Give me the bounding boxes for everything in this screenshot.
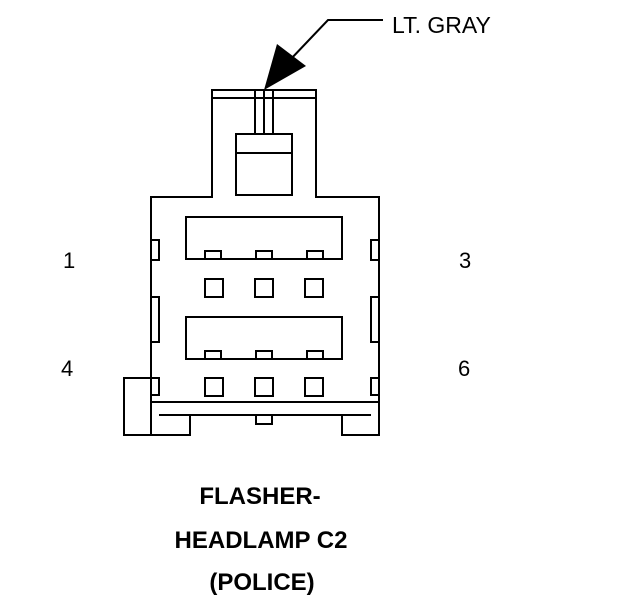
latch-bottom-block (235, 152, 293, 196)
pin-cavity (304, 278, 324, 298)
pin-cavity (204, 377, 224, 397)
pin-label-4: 4 (61, 356, 73, 381)
connector-body (150, 89, 380, 436)
connector-title-line-2: HEADLAMP C2 (175, 527, 348, 554)
pin-label-1: 1 (63, 248, 75, 273)
callout-leader (288, 19, 383, 62)
pin-cavity (204, 278, 224, 298)
terminal-notch (255, 250, 273, 260)
pin-cavity (304, 377, 324, 397)
side-rib-right (370, 296, 380, 343)
side-rib-right (370, 377, 380, 396)
latch-top-block (235, 133, 293, 154)
terminal-notch (306, 250, 324, 260)
color-callout-label: LT. GRAY (392, 12, 491, 38)
pin-cavity (254, 278, 274, 298)
side-rib-right (370, 239, 380, 261)
side-rib-left (150, 377, 160, 396)
side-rib-left (150, 296, 160, 343)
side-rib-left (150, 239, 160, 261)
left-ear (123, 377, 152, 436)
pin-label-3: 3 (459, 248, 471, 273)
pin-label-6: 6 (458, 356, 470, 381)
cavity-window-upper (185, 216, 343, 260)
terminal-notch (306, 350, 324, 360)
callout-arrowhead (264, 44, 306, 90)
connector-title-line-1: FLASHER- (199, 483, 320, 510)
terminal-notch (255, 350, 273, 360)
terminal-notch (204, 250, 222, 260)
terminal-notch (204, 350, 222, 360)
connector-title-line-3: (POLICE) (209, 569, 314, 596)
bottom-key (255, 414, 273, 425)
pin-cavity (254, 377, 274, 397)
cavity-window-lower (185, 316, 343, 360)
